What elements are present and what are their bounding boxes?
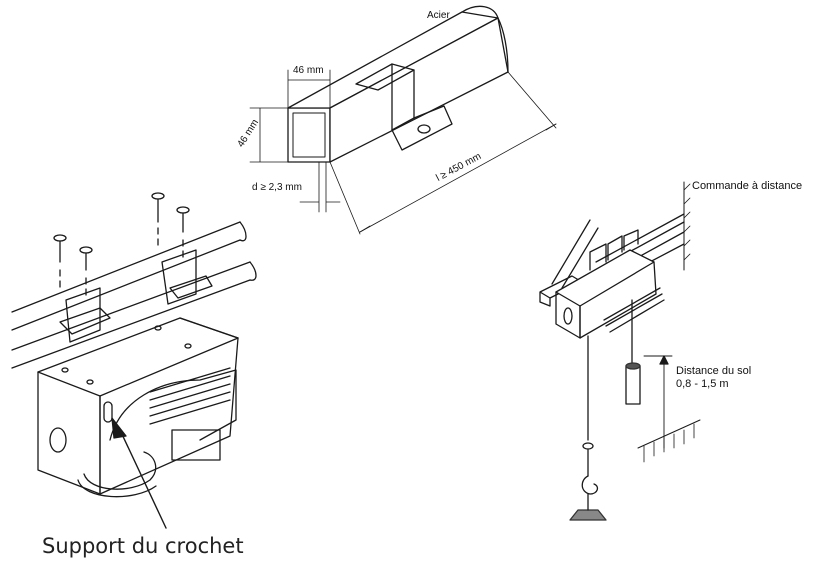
steel-beam-drawing [249, 5, 557, 235]
steel-label: Acier [427, 10, 450, 21]
hoist-operation-drawing [539, 181, 701, 521]
thickness-dimension-label: d ≥ 2,3 mm [252, 182, 302, 193]
width-dimension-label: 46 mm [293, 65, 324, 76]
hoist-mounting-drawing [11, 192, 257, 498]
remote-control-label: Commande à distance [692, 180, 803, 192]
ground-distance-title: Distance du sol [676, 365, 752, 377]
ground-distance-value: 0,8 - 1,5 m [676, 378, 729, 390]
hook-support-label: Support du crochet [42, 534, 244, 558]
